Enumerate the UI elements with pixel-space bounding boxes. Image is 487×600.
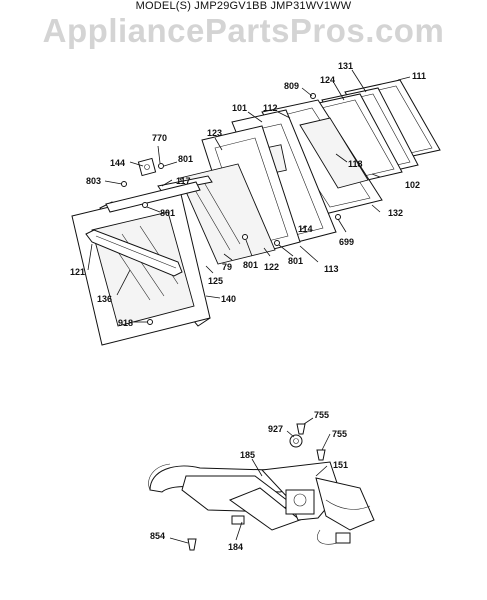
part-label-151: 151 xyxy=(333,460,348,470)
part-label-854: 854 xyxy=(150,531,165,541)
part-label-927: 927 xyxy=(268,424,283,434)
part-label-114: 114 xyxy=(298,224,313,234)
part-label-117: 117 xyxy=(176,176,191,186)
part-label-809: 809 xyxy=(284,81,299,91)
part-label-123: 123 xyxy=(207,128,222,138)
glass-pane xyxy=(179,163,276,265)
part-label-118: 118 xyxy=(348,159,363,169)
part-label-803: 803 xyxy=(86,176,101,186)
part-label-131: 131 xyxy=(338,61,353,71)
part-label-136: 136 xyxy=(97,294,112,304)
part-label-755-top: 755 xyxy=(314,410,329,420)
screws xyxy=(121,93,341,325)
part-label-101: 101 xyxy=(232,103,247,113)
watermark: AppliancePartsPros.com xyxy=(42,12,445,49)
part-label-918: 918 xyxy=(118,318,133,328)
part-label-770: 770 xyxy=(152,133,167,143)
part-label-122: 122 xyxy=(264,262,279,272)
part-label-112: 112 xyxy=(263,103,278,113)
vent-strip xyxy=(105,181,201,213)
hinge-assembly xyxy=(148,417,375,551)
part-labels: 111 131 124 809 101 112 123 770 144 801 … xyxy=(70,61,426,552)
part-label-755-right: 755 xyxy=(332,429,347,439)
part-label-124: 124 xyxy=(320,75,335,85)
model-numbers: MODEL(S) JMP29GV1BB JMP31WV1WW xyxy=(135,0,352,12)
part-label-140: 140 xyxy=(221,294,236,304)
part-label-125: 125 xyxy=(208,276,223,286)
part-label-121: 121 xyxy=(70,267,85,277)
leader-lines xyxy=(87,69,411,323)
part-label-801-right: 801 xyxy=(288,256,303,266)
hinge-bracket xyxy=(137,157,157,177)
part-label-113: 113 xyxy=(324,264,339,274)
part-label-801-top: 801 xyxy=(178,154,193,164)
part-label-79: 79 xyxy=(222,262,232,272)
part-label-111: 111 xyxy=(412,71,426,81)
part-label-185: 185 xyxy=(240,450,255,460)
part-label-801-left: 801 xyxy=(160,208,175,218)
door-handle xyxy=(85,229,183,277)
part-label-144: 144 xyxy=(110,158,125,168)
part-label-132: 132 xyxy=(388,208,403,218)
part-label-184: 184 xyxy=(228,542,243,552)
part-label-102: 102 xyxy=(405,180,420,190)
part-label-699: 699 xyxy=(339,237,354,247)
part-label-801-bottom: 801 xyxy=(243,260,258,270)
